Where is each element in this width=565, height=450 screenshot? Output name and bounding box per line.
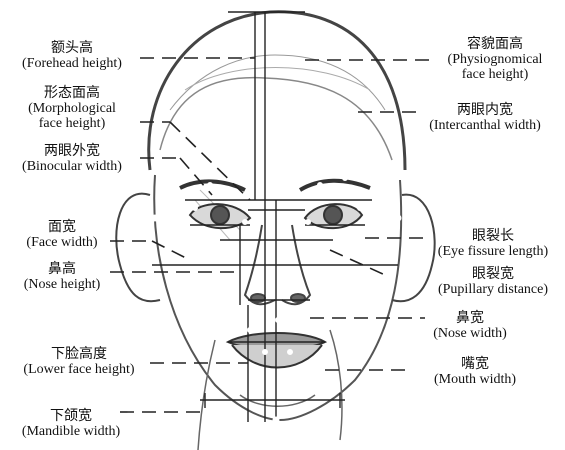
- label-face-width: 面宽 (Face width): [14, 220, 110, 250]
- landmark-point: [152, 215, 158, 221]
- landmark-point: [248, 328, 253, 333]
- label-zh: 鼻高: [14, 262, 110, 277]
- label-en: (Face width): [14, 235, 110, 250]
- label-physiognomical-face-height: 容貌面高 (Physiognomical face height): [430, 37, 560, 82]
- landmark-point: [273, 417, 279, 423]
- label-zh: 鼻宽: [410, 311, 530, 326]
- label-mandible-width: 下颌宽 (Mandible width): [4, 409, 138, 439]
- landmark-point: [306, 220, 311, 225]
- label-zh: 眼裂宽: [425, 267, 561, 282]
- label-en: (Morphological: [4, 101, 140, 116]
- label-en: (Forehead height): [4, 56, 140, 71]
- label-en: (Binocular width): [4, 159, 140, 174]
- landmark-point: [343, 176, 348, 181]
- label-en: (Mandible width): [4, 424, 138, 439]
- landmark-point: [395, 215, 401, 221]
- landmark-point: [230, 193, 235, 198]
- label-morphological-face-height: 形态面高 (Morphological face height): [4, 86, 140, 131]
- label-en: (Intercanthal width): [410, 118, 560, 133]
- label-eye-fissure-length: 眼裂长 (Eye fissure length): [425, 229, 561, 259]
- label-zh: 下颌宽: [4, 409, 138, 424]
- head-outline: [149, 12, 405, 170]
- label-zh: 两眼内宽: [410, 103, 560, 118]
- label-en: (Pupillary distance): [425, 282, 561, 297]
- label-zh: 面宽: [14, 220, 110, 235]
- label-en: face height): [430, 67, 560, 82]
- landmark-point: [276, 318, 281, 323]
- label-zh: 额头高: [4, 41, 140, 56]
- landmark-point: [193, 206, 198, 211]
- label-en: (Nose width): [410, 326, 530, 341]
- label-en: (Lower face height): [4, 362, 154, 377]
- landmark-point: [256, 288, 261, 293]
- label-mouth-width: 嘴宽 (Mouth width): [415, 357, 535, 387]
- landmark-point: [208, 183, 213, 188]
- landmark-point: [358, 206, 363, 211]
- landmark-point: [303, 328, 308, 333]
- label-en: (Nose height): [14, 277, 110, 292]
- landmark-point: [263, 350, 268, 355]
- label-en: face height): [4, 116, 140, 131]
- label-intercanthal-width: 两眼内宽 (Intercanthal width): [410, 103, 560, 133]
- label-forehead-height: 额头高 (Forehead height): [4, 41, 140, 71]
- label-en: (Physiognomical: [430, 52, 560, 67]
- label-nose-height: 鼻高 (Nose height): [14, 262, 110, 292]
- label-nose-width: 鼻宽 (Nose width): [410, 311, 530, 341]
- label-zh: 嘴宽: [415, 357, 535, 372]
- landmark-point: [288, 350, 293, 355]
- label-en: (Mouth width): [415, 372, 535, 387]
- label-zh: 容貌面高: [430, 37, 560, 52]
- label-en: (Eye fissure length): [425, 244, 561, 259]
- landmark-point: [318, 183, 323, 188]
- label-lower-face-height: 下脸高度 (Lower face height): [4, 347, 154, 377]
- label-pupillary-distance: 眼裂宽 (Pupillary distance): [425, 267, 561, 297]
- landmark-point: [243, 220, 248, 225]
- label-zh: 下脸高度: [4, 347, 154, 362]
- label-zh: 两眼外宽: [4, 144, 140, 159]
- label-binocular-width: 两眼外宽 (Binocular width): [4, 144, 140, 174]
- label-zh: 眼裂长: [425, 229, 561, 244]
- landmark-point: [296, 288, 301, 293]
- label-zh: 形态面高: [4, 86, 140, 101]
